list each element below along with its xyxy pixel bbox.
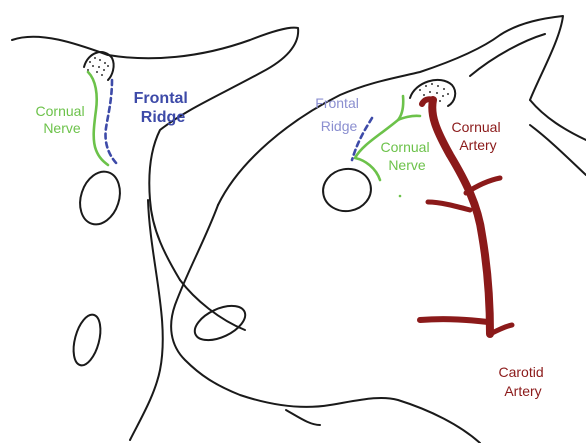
left-frontal-ridge bbox=[106, 80, 119, 165]
right-artery-branch-upper-left bbox=[428, 202, 470, 210]
right-cornual-artery-label: Cornual Artery bbox=[452, 119, 505, 153]
right-artery-branch-lower-left bbox=[420, 319, 488, 322]
right-carotid-artery-trunk bbox=[432, 100, 490, 334]
right-head-outline-back bbox=[530, 100, 586, 140]
right-nostril bbox=[190, 299, 251, 347]
right-head-outline-neck bbox=[530, 125, 586, 175]
right-head-outline-top bbox=[218, 16, 563, 205]
right-head: Frontal Ridge Cornual Nerve Cornual Arte… bbox=[171, 16, 586, 443]
right-ear-detail bbox=[470, 34, 545, 76]
right-carotid-artery-label: Carotid Artery bbox=[498, 364, 547, 399]
right-artery-branch-upper-right bbox=[466, 178, 500, 193]
left-head-outline-cheek bbox=[180, 280, 245, 330]
right-cornual-nerve-dot bbox=[399, 195, 402, 198]
left-cornual-nerve-label: Cornual Nerve bbox=[36, 103, 89, 136]
right-cornual-nerve-label: Cornual Nerve bbox=[381, 139, 434, 173]
left-nostril bbox=[69, 312, 106, 368]
left-frontal-ridge-label: Frontal Ridge bbox=[134, 90, 193, 126]
left-eye bbox=[74, 166, 127, 229]
right-eye bbox=[320, 165, 375, 215]
right-head-outline-face bbox=[171, 205, 480, 443]
right-head-outline-chin bbox=[286, 410, 320, 425]
left-head: Cornual Nerve Frontal Ridge bbox=[12, 28, 298, 440]
left-cornual-nerve bbox=[88, 72, 108, 165]
right-frontal-ridge-label: Frontal Ridge bbox=[315, 95, 362, 134]
